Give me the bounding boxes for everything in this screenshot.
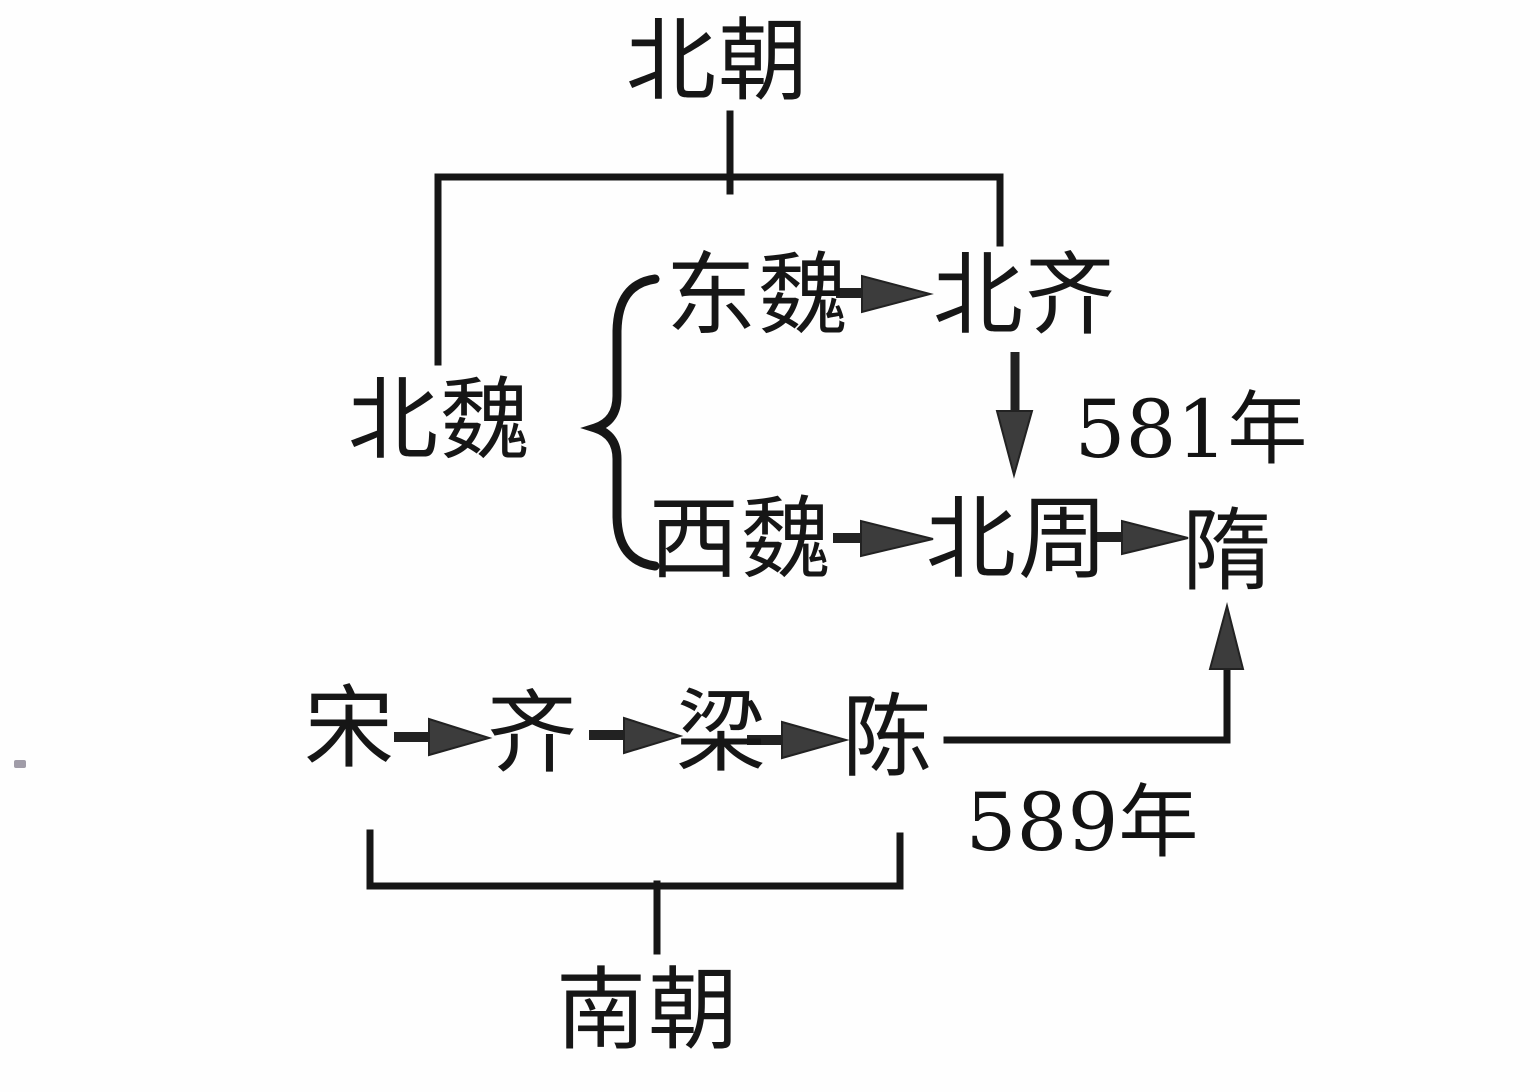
label-eastern-wei: 东魏 <box>666 243 850 348</box>
arrow-qi-to-liang <box>589 716 684 755</box>
northern-wei-split-brace <box>580 274 660 571</box>
arrow-northern-zhou-to-sui <box>1096 519 1189 556</box>
label-year-581: 581年 <box>1074 383 1308 476</box>
arrow-northern-qi-to-northern-zhou <box>995 352 1034 479</box>
south-dynasties-bracket <box>366 829 904 890</box>
label-north-dynasties: 北朝 <box>626 9 810 114</box>
label-liang: 梁 <box>676 680 768 785</box>
label-northern-qi: 北齐 <box>933 243 1117 348</box>
north-dynasties-bracket <box>434 173 1004 366</box>
label-qi: 齐 <box>487 681 579 786</box>
arrow-western-wei-to-northern-zhou <box>833 519 934 558</box>
arrow-chen-to-sui-head <box>1208 602 1245 670</box>
label-northern-wei: 北魏 <box>348 368 532 473</box>
ink-speck <box>14 760 26 768</box>
label-year-589: 589年 <box>965 776 1199 869</box>
arrow-song-to-qi <box>394 717 493 757</box>
label-south-dynasties: 南朝 <box>556 958 740 1063</box>
label-western-wei: 西魏 <box>649 487 833 592</box>
label-song: 宋 <box>304 676 396 781</box>
arrow-liang-to-chen <box>747 720 850 760</box>
chen-to-sui-elbow-line <box>943 662 1231 744</box>
label-sui: 隋 <box>1182 499 1274 604</box>
arrow-eastern-wei-to-northern-qi <box>836 274 934 314</box>
label-chen: 陈 <box>842 685 934 790</box>
label-northern-zhou: 北周 <box>926 487 1110 592</box>
